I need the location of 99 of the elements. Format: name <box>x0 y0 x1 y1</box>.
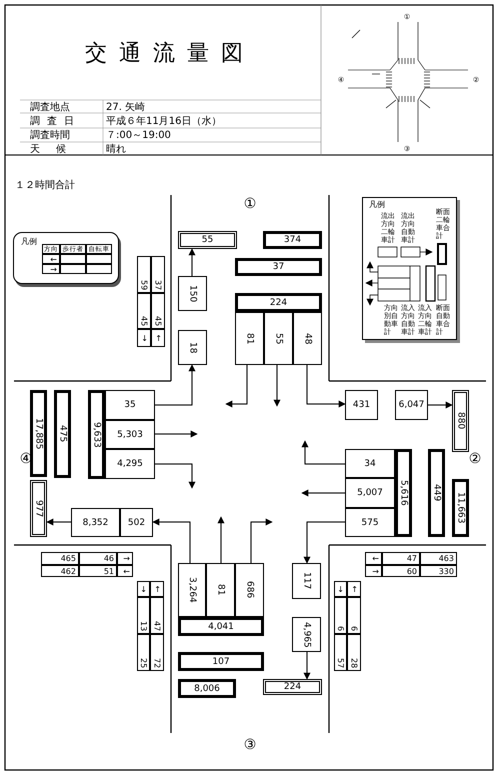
table-cell: 46 <box>79 552 117 565</box>
table-cell: ← <box>117 565 133 577</box>
count-box: 55 <box>264 312 293 365</box>
table-cell: 25 <box>137 634 150 671</box>
count-box: 17,885 <box>30 390 47 477</box>
count-box: 37 <box>235 258 322 276</box>
count-box: 48 <box>293 312 322 365</box>
table-cell: → <box>365 565 382 577</box>
count-box: 107 <box>178 652 264 671</box>
count-box: 11,663 <box>452 479 469 537</box>
count-box: 81 <box>235 312 264 365</box>
count-box: 8,352 <box>71 508 120 537</box>
count-box: 475 <box>54 390 71 478</box>
table-cell: 72 <box>150 634 164 671</box>
count-box: 5,616 <box>395 449 412 537</box>
table-cell: 37 <box>151 256 165 293</box>
table-cell: 6 <box>334 597 347 634</box>
count-box: 5,303 <box>105 420 155 449</box>
arrow <box>428 402 453 408</box>
count-box: 35 <box>105 390 155 420</box>
count-box: 8,006 <box>178 679 236 698</box>
field-label: 調査時間 <box>30 128 71 142</box>
count-box: 3,264 <box>178 563 206 617</box>
table-cell: → <box>42 264 60 274</box>
table-cell: ↓ <box>137 581 150 597</box>
arrow <box>188 248 196 276</box>
approach-number: ③ <box>242 736 258 754</box>
arrow <box>274 364 280 407</box>
table-cell: → <box>117 552 133 565</box>
arrow <box>218 516 224 564</box>
count-box: 431 <box>345 390 378 420</box>
table-cell: ↑ <box>150 581 164 597</box>
table-cell: 6 <box>347 597 361 634</box>
arrow <box>301 490 346 496</box>
arrow <box>154 464 196 489</box>
table-cell: 463 <box>420 552 457 565</box>
arrow <box>304 652 310 680</box>
count-box: 224 <box>235 293 322 312</box>
table-cell: ↓ <box>137 329 151 347</box>
table-cell: 47 <box>382 552 420 565</box>
arrow <box>154 364 196 406</box>
field-label: 天候 <box>30 142 83 155</box>
count-box: 18 <box>178 330 207 365</box>
count-box: 9,633 <box>88 390 105 479</box>
field-value: 平成６年11月16日（水） <box>106 114 222 128</box>
table-cell: 57 <box>334 634 347 671</box>
table-cell: 13 <box>137 597 150 634</box>
count-box: 686 <box>235 563 264 617</box>
count-box: 34 <box>345 449 395 478</box>
count-box: 4,041 <box>178 617 264 636</box>
count-box: 224 <box>263 679 322 695</box>
table-cell: ↑ <box>151 329 165 347</box>
arrow <box>302 440 346 464</box>
count-box: 117 <box>292 563 321 599</box>
count-box: 55 <box>178 231 237 249</box>
approach-number: ② <box>468 450 482 468</box>
table-cell: 330 <box>420 565 457 577</box>
arrow <box>304 522 346 564</box>
approach-number: ① <box>242 195 258 213</box>
count-box: 880 <box>452 390 469 452</box>
table-cell: 45 <box>151 293 165 329</box>
count-box: 977 <box>30 480 47 537</box>
field-label: 調査日 <box>30 114 82 128</box>
count-box: 4,295 <box>105 449 155 479</box>
section-heading: １２時間合計 <box>15 178 76 192</box>
count-box: 6,047 <box>395 390 428 420</box>
count-box: 374 <box>263 231 322 249</box>
table-cell: 28 <box>347 634 361 671</box>
table-cell: 60 <box>382 565 420 577</box>
table-cell: 47 <box>150 597 164 634</box>
table-cell: 51 <box>79 565 117 577</box>
field-value: 晴れ <box>106 142 127 155</box>
table-cell: 462 <box>41 565 79 577</box>
field-value: 27. 矢崎 <box>106 100 146 113</box>
table-cell: ↓ <box>334 581 347 597</box>
count-box: 4,965 <box>292 617 321 652</box>
count-box: 449 <box>428 449 445 537</box>
arrow <box>46 518 72 526</box>
arrow <box>152 518 190 564</box>
field-label: 調査地点 <box>30 100 71 113</box>
legend-title: 凡例 <box>20 236 38 246</box>
table-cell: ← <box>42 254 60 264</box>
arrow <box>154 430 198 438</box>
table-cell: ↑ <box>347 581 361 597</box>
count-box: 150 <box>178 276 207 311</box>
table-cell: 59 <box>137 256 151 293</box>
count-box: 5,007 <box>345 478 395 508</box>
count-box: 502 <box>120 508 153 537</box>
field-value: ７:00～19:00 <box>106 129 172 142</box>
table-cell: 45 <box>137 293 151 329</box>
arrow <box>250 518 273 564</box>
count-box: 575 <box>345 508 395 537</box>
table-cell: 465 <box>41 552 79 565</box>
table-cell: ← <box>365 552 382 565</box>
title: 交通流量図 <box>84 40 256 68</box>
arrow <box>306 364 346 408</box>
count-box: 81 <box>206 563 235 617</box>
arrow <box>225 364 248 408</box>
legend-title: 凡例 <box>368 199 386 210</box>
